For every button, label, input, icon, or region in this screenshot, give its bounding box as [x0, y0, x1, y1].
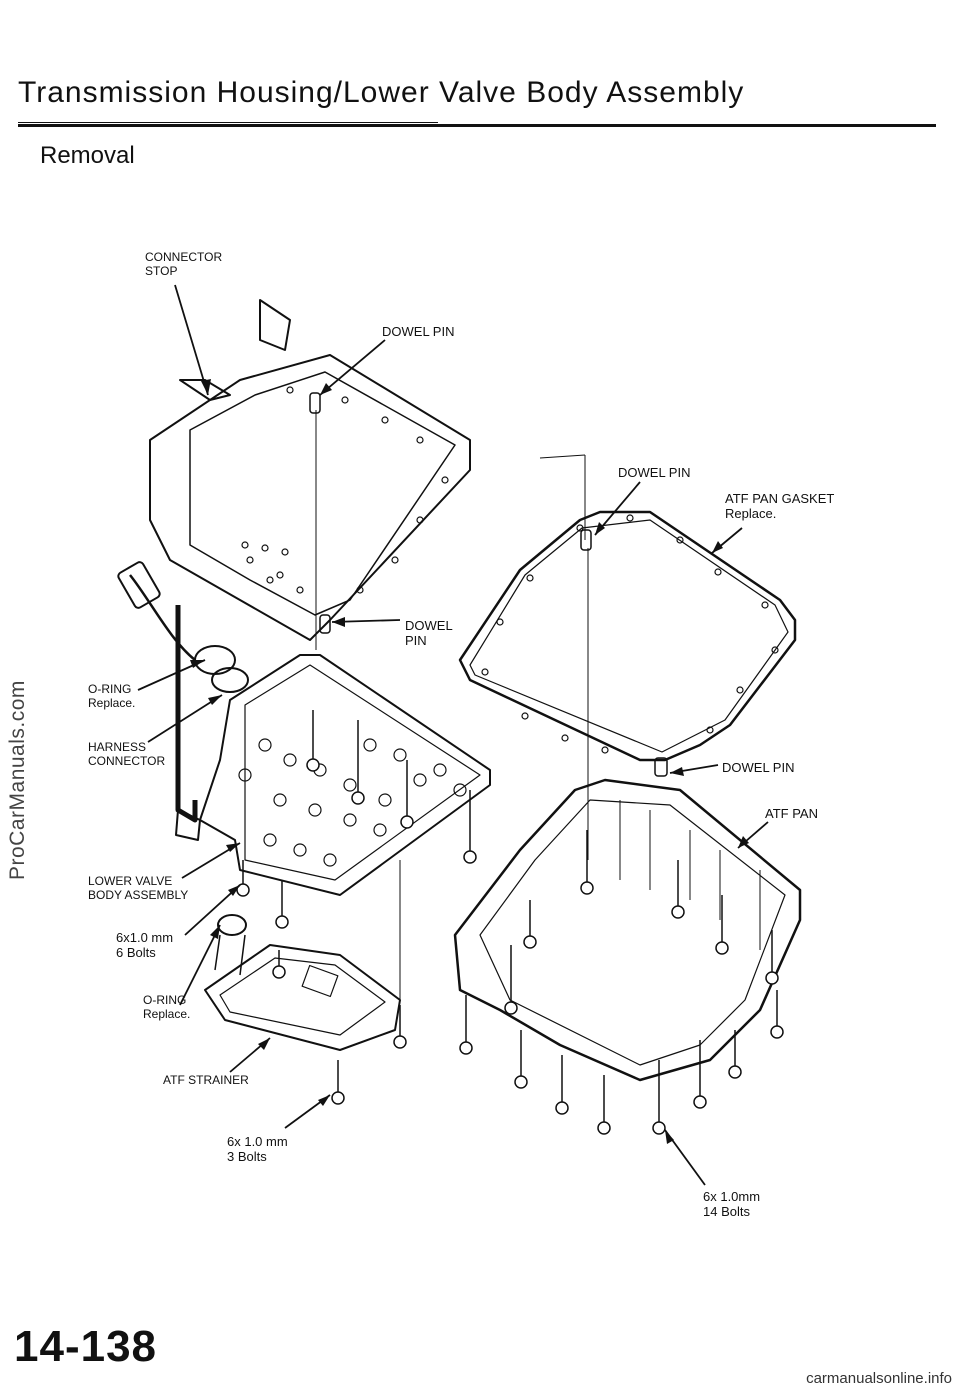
leader-dowel-pin-top: [319, 339, 386, 396]
page-number: 14-138: [14, 1322, 158, 1371]
atf-strainer: [204, 944, 401, 1051]
label-dowel-pin-pan: DOWEL PIN: [722, 760, 795, 775]
atf-pan-gasket: [458, 510, 797, 762]
section-subtitle: Removal: [40, 142, 135, 169]
title-rule: [18, 124, 936, 127]
harness-wire: [129, 574, 196, 661]
label-connector-stop: CONNECTOR STOP: [145, 250, 223, 278]
label-dowel-pin-top: DOWEL PIN: [382, 324, 455, 339]
label-bolts-6: 6x1.0 mm 6 Bolts: [116, 930, 174, 960]
label-harness-connector: HARNESS CONNECTOR: [88, 740, 166, 768]
page-title: Transmission Housing/Lower Valve Body As…: [18, 76, 745, 109]
atf-pan: [453, 778, 802, 1082]
label-atf-pan: ATF PAN: [765, 806, 818, 821]
leader-connector-stop: [174, 284, 209, 396]
leader-harness-connector: [147, 694, 223, 743]
title-rule-thin: [18, 122, 438, 123]
label-atf-strainer: ATF STRAINER: [163, 1073, 249, 1087]
valve-body: [199, 654, 491, 896]
label-dowel-pin-right: DOWEL PIN: [618, 465, 691, 480]
label-atf-pan-gasket: ATF PAN GASKET Replace.: [725, 491, 835, 521]
label-dowel-pin-mid: DOWEL PIN: [405, 618, 453, 648]
label-bolts-3: 6x 1.0 mm 3 Bolts: [227, 1134, 288, 1164]
label-o-ring-2: O-RING Replace.: [143, 993, 191, 1021]
leader-o-ring-2: [179, 924, 221, 1006]
label-bolts-14: 6x 1.0mm 14 Bolts: [703, 1189, 761, 1219]
label-lower-valve-body: LOWER VALVE BODY ASSEMBLY: [88, 874, 189, 902]
footer-watermark: carmanualsonline.info: [806, 1370, 952, 1387]
label-o-ring-1: O-RING Replace.: [88, 682, 136, 710]
